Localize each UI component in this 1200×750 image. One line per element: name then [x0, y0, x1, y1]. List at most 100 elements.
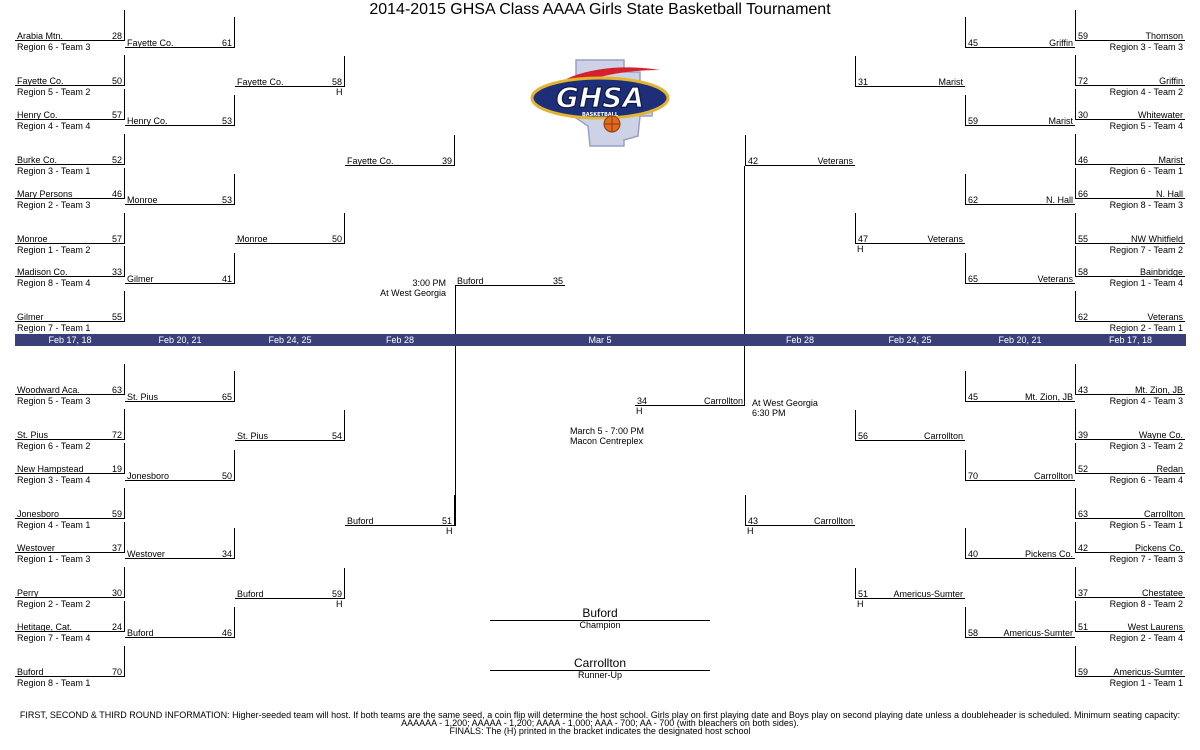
team-name: Monroe: [237, 234, 268, 244]
team-score: 39: [441, 156, 452, 166]
team-name: Fayette Co.: [127, 38, 174, 48]
host-marker: H: [857, 599, 864, 609]
team-score: 39: [1078, 430, 1089, 440]
team-name: Buford: [237, 589, 264, 599]
team-score: 34: [637, 396, 648, 406]
team-score: 45: [968, 392, 979, 402]
host-marker: H: [857, 244, 864, 254]
bracket-slot-left-r4: Fayette Co. 39: [345, 135, 455, 166]
team-score: 62: [1078, 312, 1089, 322]
team-score: 40: [968, 549, 979, 559]
team-score: 70: [968, 471, 979, 481]
team-seed: Region 5 - Team 1: [1109, 520, 1183, 530]
round-date: Feb 17, 18: [1108, 335, 1153, 345]
team-name: NW Whitfield: [1130, 234, 1183, 244]
bracket-slot-right-r2: Pickens Co. 40: [965, 528, 1075, 559]
team-score: 42: [1078, 543, 1089, 553]
round-date: Feb 28: [385, 335, 415, 345]
team-score: 37: [111, 543, 122, 553]
team-score: 72: [1078, 76, 1089, 86]
team-name: Monroe: [127, 195, 158, 205]
team-score: 28: [111, 31, 122, 41]
team-name: Veterans: [1037, 274, 1073, 284]
team-score: 61: [221, 38, 232, 48]
team-seed: Region 8 - Team 4: [17, 278, 91, 288]
team-score: 58: [1078, 267, 1089, 277]
semifinal-place-left: At West Georgia: [380, 288, 446, 298]
team-score: 31: [858, 77, 869, 87]
page-title: 2014-2015 GHSA Class AAAA Girls State Ba…: [369, 1, 831, 18]
footer-finals-info: FINALS: The (H) printed in the bracket i…: [449, 726, 751, 736]
team-score: 52: [1078, 464, 1089, 474]
team-score: 59: [1078, 31, 1089, 41]
team-seed: Region 1 - Team 3: [17, 554, 91, 564]
team-name: Carrollton: [813, 516, 853, 526]
logo-subtext: BASKETBALL: [582, 112, 619, 118]
team-score: 51: [441, 516, 452, 526]
team-name: Westover: [17, 543, 55, 553]
team-seed: Region 7 - Team 2: [1109, 245, 1183, 255]
footer-round-info: FIRST, SECOND & THIRD ROUND INFORMATION:…: [19, 710, 1181, 728]
ghsa-logo: GHSA BASKETBALL: [530, 59, 670, 147]
semifinal-time-right: 6:30 PM: [752, 408, 786, 418]
team-name: N. Hall: [1155, 189, 1183, 199]
team-seed: Region 6 - Team 4: [1109, 475, 1183, 485]
team-name: Pickens Co.: [1134, 543, 1183, 553]
team-score: 63: [1078, 509, 1089, 519]
team-name: St. Pius: [127, 392, 159, 402]
team-name: St. Pius: [237, 431, 269, 441]
team-name: Pickens Co.: [1024, 549, 1073, 559]
host-marker: H: [336, 87, 343, 97]
team-name: Mary Persons: [17, 189, 73, 199]
team-seed: Region 5 - Team 4: [1109, 121, 1183, 131]
round-dates-bar: Feb 17, 18 Feb 20, 21 Feb 24, 25 Feb 28 …: [15, 334, 1186, 346]
team-score: 50: [111, 76, 122, 86]
team-name: Gilmer: [17, 312, 44, 322]
team-name: Mt. Zion, JB: [1024, 392, 1073, 402]
bracket-slot-left-r3: Fayette Co.58: [235, 56, 345, 87]
team-name: Madison Co.: [17, 267, 68, 277]
team-score: 59: [111, 509, 122, 519]
team-name: Monroe: [17, 234, 48, 244]
team-seed: Region 7 - Team 1: [17, 323, 91, 333]
team-score: 30: [111, 588, 122, 598]
team-name: Redan: [1156, 464, 1183, 474]
team-score: 43: [748, 516, 759, 526]
team-seed: Region 2 - Team 2: [17, 599, 91, 609]
team-score: 53: [221, 116, 232, 126]
team-name: Buford: [347, 516, 374, 526]
team-seed: Region 4 - Team 1: [17, 520, 91, 530]
team-name: Burke Co.: [17, 155, 58, 165]
round-date: Mar 5: [588, 335, 612, 345]
team-name: Fayette Co.: [347, 156, 394, 166]
team-score: 41: [221, 274, 232, 284]
team-score: 55: [111, 312, 122, 322]
team-score: 46: [111, 189, 122, 199]
team-name: Buford: [457, 276, 484, 286]
host-marker: H: [747, 526, 754, 536]
team-seed: Region 4 - Team 3: [1109, 396, 1183, 406]
team-score: 43: [1078, 385, 1089, 395]
team-name: West Laurens: [1127, 622, 1183, 632]
team-seed: Region 2 - Team 3: [17, 200, 91, 210]
bracket-slot-right-r4: Carrollton 43: [745, 495, 855, 526]
round-date: Feb 20, 21: [158, 335, 202, 345]
